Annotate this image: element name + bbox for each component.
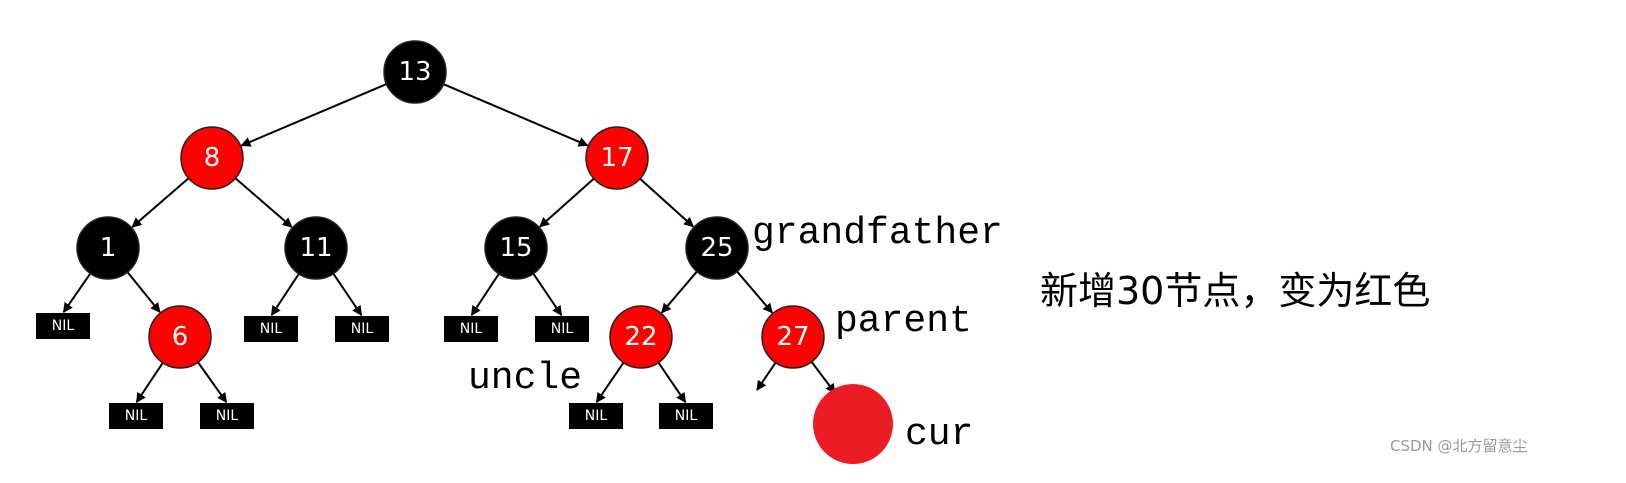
nil-leaf [659, 403, 713, 429]
nil-label: NIL [551, 321, 574, 337]
nil-label: NIL [125, 408, 148, 424]
nil-leaf [335, 316, 389, 342]
nil-label: NIL [52, 318, 75, 334]
node-value: 22 [624, 322, 657, 352]
node-value: 8 [204, 143, 221, 173]
tree-node-6 [148, 305, 212, 369]
label-parent: parent [835, 300, 972, 343]
tree-edge [62, 272, 92, 313]
tree-edge [539, 177, 595, 228]
nil-label: NIL [675, 408, 698, 424]
tree-edge [810, 361, 836, 394]
node-value: 13 [398, 57, 431, 87]
label-cur: cur [905, 413, 973, 456]
nil-leaf [444, 316, 498, 342]
tree-edge [240, 83, 387, 147]
tree-node-8 [180, 126, 244, 190]
tree-node-15 [484, 216, 548, 280]
tree-node-11 [284, 216, 348, 280]
label-grandfather: grandfather [752, 212, 1003, 255]
tree-edge [197, 361, 228, 403]
tree-edge [131, 177, 190, 228]
tree-edge [639, 177, 694, 228]
node-value: 6 [172, 322, 189, 352]
nil-label: NIL [260, 321, 283, 337]
tree-edge [736, 270, 773, 314]
nil-leaf [109, 403, 163, 429]
tree-edge [657, 362, 687, 403]
node-value: 15 [499, 233, 532, 263]
node-value: 27 [776, 322, 809, 352]
nil-label: NIL [460, 321, 483, 337]
tree-edge [443, 83, 589, 147]
nil-leaf [244, 316, 298, 342]
tree-edge [595, 362, 625, 403]
node-value: 25 [700, 233, 733, 263]
tree-edge [332, 273, 363, 317]
note-text: 新增30节点，变为红色 [1040, 269, 1430, 313]
tree-node-27 [761, 305, 825, 369]
tree-edge [661, 270, 698, 314]
nil-label: NIL [585, 408, 608, 424]
nil-leaf [535, 316, 589, 342]
node-value: 11 [299, 233, 332, 263]
label-uncle: uncle [468, 357, 582, 400]
tree-edge [234, 177, 293, 228]
watermark: CSDN @北方留意尘 [1390, 437, 1528, 455]
tree-node-17 [585, 126, 649, 190]
nil-leaf [36, 313, 90, 339]
node-value: 1 [100, 233, 117, 263]
new-node-cur [813, 384, 893, 464]
tree-node-1 [76, 216, 140, 280]
tree-node-25 [685, 216, 749, 280]
tree-edge [126, 271, 161, 313]
nil-label: NIL [351, 321, 374, 337]
nil-leaf [569, 403, 623, 429]
nil-leaf [200, 403, 254, 429]
tree-edge [470, 273, 500, 317]
nil-label: NIL [216, 408, 239, 424]
tree-node-13 [383, 40, 447, 104]
node-value: 17 [600, 143, 633, 173]
tree-edge [270, 273, 300, 317]
tree-node-22 [609, 305, 673, 369]
tree-edge [756, 362, 777, 391]
tree-edge [135, 362, 164, 403]
tree-edge [532, 273, 563, 317]
